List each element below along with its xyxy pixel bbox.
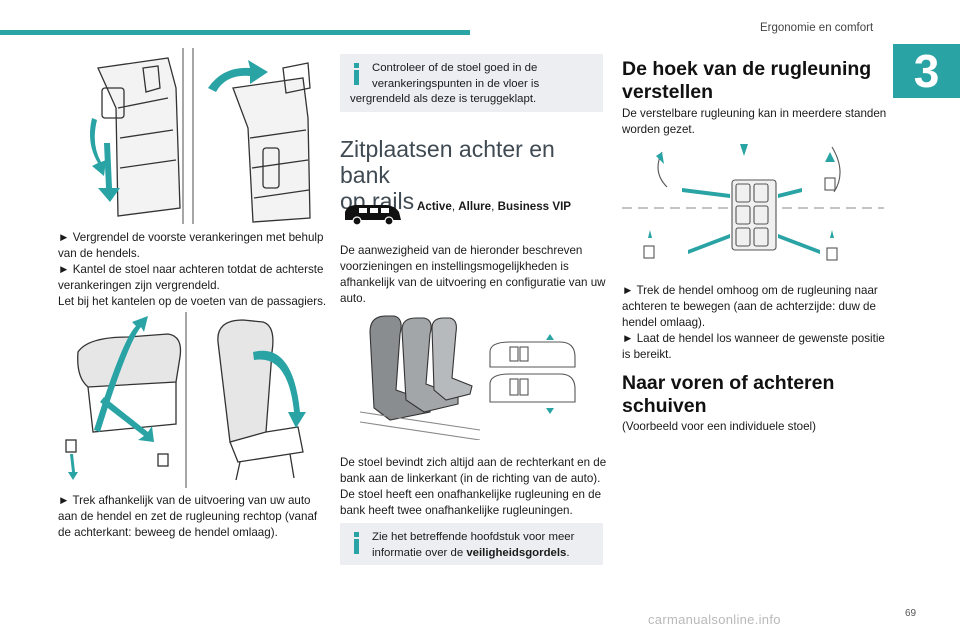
van-icon <box>345 205 401 226</box>
instruction-line: ► Laat de hendel los wanneer de gewenste… <box>622 332 885 345</box>
note-line: verankeringspunten in de vloer is <box>372 77 540 90</box>
body-line: De aanwezigheid van de hieronder beschre… <box>340 244 583 257</box>
separator: , <box>491 200 498 213</box>
info-note: Controleer of de stoel goed in de verank… <box>340 54 603 112</box>
instruction-line: de achterkant: beweeg de hendel omlaag). <box>58 526 278 539</box>
note-line: vergrendeld als deze is teruggeklapt. <box>350 93 537 105</box>
section-heading: schuiven <box>622 395 707 417</box>
body-line: De stoel heeft een onafhankelijke rugleu… <box>340 488 602 501</box>
instruction-line: ► Vergrendel de voorste verankeringen me… <box>58 231 324 244</box>
seat-tilt-illustration <box>90 48 311 224</box>
note-line: Zie het betreffende hoofdstuk voor meer <box>372 531 575 543</box>
instruction-line: ► Trek de hendel omhoog om de rugleuning… <box>622 284 878 297</box>
instruction-line: van de hendels. <box>58 247 140 260</box>
body-line: bank heeft twee onafhankelijke rugleunin… <box>340 504 573 517</box>
backrest-angle-illustration <box>622 144 884 261</box>
note-line: informatie over de veiligheidsgordels. <box>372 546 593 562</box>
instruction-line: hendel omlaag). <box>622 316 706 329</box>
instruction-line: achteren te bewegen (aan de achterzijde:… <box>622 300 876 313</box>
note-text: informatie over de <box>372 546 467 559</box>
body-line: auto. <box>340 292 366 305</box>
trim-allure: Allure <box>458 200 492 213</box>
instruction-line: aan de hendel en zet de rugleuning recht… <box>58 510 318 523</box>
trim-levels: Active, Allure, Business VIP <box>417 199 571 215</box>
info-note: Zie het betreffende hoofdstuk voor meer … <box>340 523 603 565</box>
section-heading: verstellen <box>622 81 714 103</box>
body-line: bank aan de linkerkant (in de richting v… <box>340 472 601 485</box>
section-heading: De hoek van de rugleuning <box>622 58 872 80</box>
body-line: worden gezet. <box>622 123 695 136</box>
body-line: afhankelijk van de uitvoering en configu… <box>340 276 606 289</box>
info-icon <box>354 63 359 85</box>
separator: , <box>451 200 459 213</box>
instruction-line: ► Kantel de stoel naar achteren totdat d… <box>58 263 324 276</box>
body-line: De verstelbare rugleuning kan in meerder… <box>622 107 887 120</box>
watermark: carmanualsonline.info <box>648 612 781 627</box>
rear-seats-illustration <box>360 315 576 440</box>
section-heading: Naar voren of achteren <box>622 372 835 394</box>
info-icon <box>354 532 359 554</box>
trim-business-vip: Business VIP <box>497 200 572 213</box>
instruction-line: is bereikt. <box>622 348 672 361</box>
body-line: De stoel bevindt zich altijd aan de rech… <box>340 456 607 469</box>
instruction-line: verankeringen zijn vergrendeld. <box>58 279 220 292</box>
chapter-badge: 3 <box>893 44 960 98</box>
note-text: . <box>566 546 570 559</box>
page-number: 69 <box>905 608 917 619</box>
section-title: Ergonomie en comfort <box>760 22 874 34</box>
example-caption: (Voorbeeld voor een individuele stoel) <box>622 420 816 433</box>
section-heading: Zitplaatsen achter en bank <box>340 136 555 188</box>
header-accent-bar <box>0 30 470 35</box>
instruction-line: ► Trek afhankelijk van de uitvoering van… <box>58 494 311 507</box>
instruction-line: Let bij het kantelen op de voeten van de… <box>58 295 327 308</box>
trim-active: Active <box>417 200 452 213</box>
body-line: voorzieningen en instellingsmogelijkhede… <box>340 260 569 273</box>
seatbelts-reference: veiligheidsgordels <box>466 546 567 559</box>
note-line: Controleer of de stoel goed in de <box>372 62 538 74</box>
seat-backrest-illustration <box>65 312 306 488</box>
